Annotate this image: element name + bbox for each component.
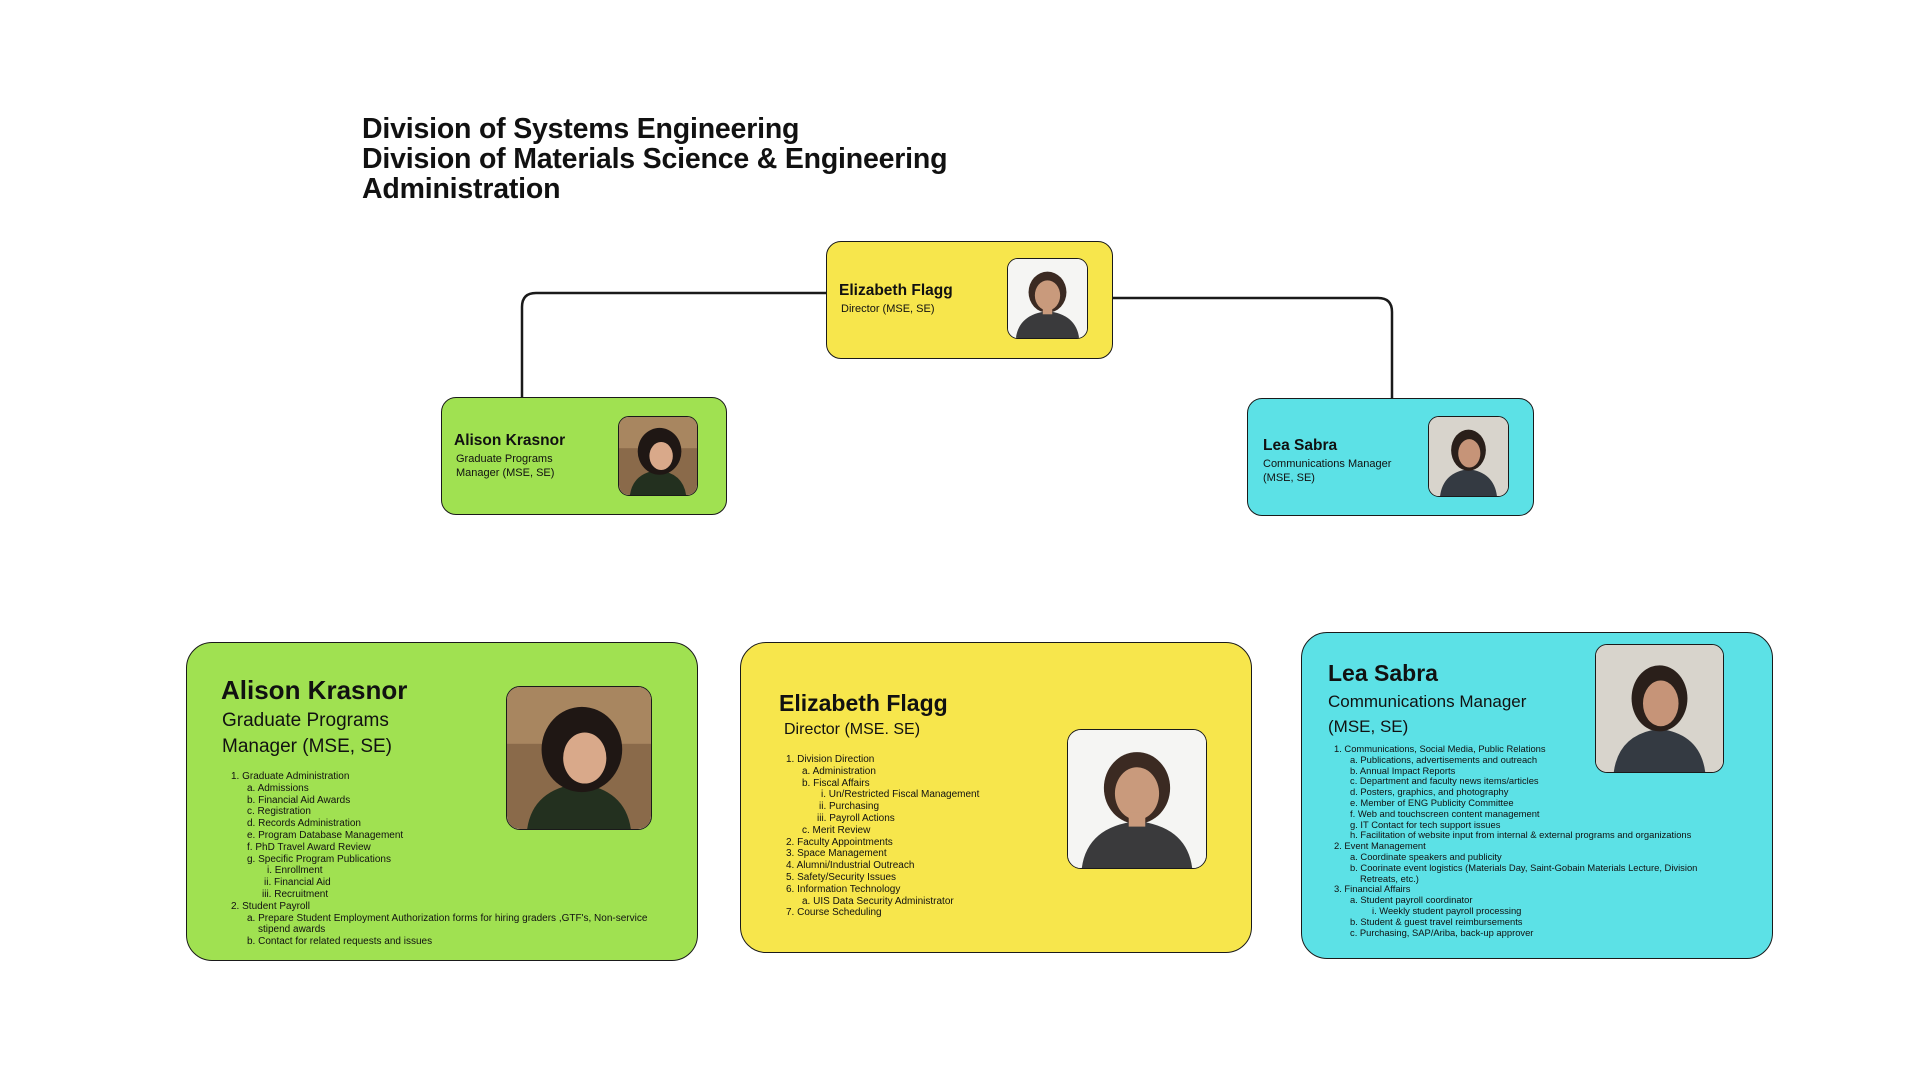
duty-item: f. PhD Travel Award Review (247, 841, 371, 853)
node-role-line-1: Graduate Programs (456, 453, 553, 465)
duty-item: a. UIS Data Security Administrator (802, 895, 954, 907)
duty-item: d. Records Administration (247, 818, 361, 830)
duty-item: c. Purchasing, SAP/Ariba, back-up approv… (1350, 926, 1534, 938)
duty-item: ii. Purchasing (819, 801, 880, 813)
duty-item: 2. Event Management (1334, 840, 1426, 852)
duty-item: b. Financial Aid Awards (247, 794, 351, 806)
detail-card-alison: Alison Krasnor Graduate Programs Manager… (186, 642, 698, 961)
duty-item: ii. Financial Aid (264, 877, 331, 889)
person-photo-icon (1067, 729, 1207, 869)
card-role-line-1: Graduate Programs (222, 710, 389, 731)
duty-item: g. Specific Program Publications (247, 853, 391, 865)
duty-item: b. Student & guest travel reimbursements (1350, 915, 1523, 927)
duties-list: 1. Communications, Social Media, Public … (1334, 743, 1698, 938)
duty-item: b. Contact for related requests and issu… (247, 936, 433, 948)
duty-item: d. Posters, graphics, and photography (1350, 786, 1509, 798)
node-role-line-1: Communications Manager (1263, 458, 1392, 470)
duty-item: i. Enrollment (267, 865, 323, 877)
duty-item: stipend awards (258, 924, 326, 936)
duty-item: i. Weekly student payroll processing (1372, 904, 1522, 916)
org-node-lea: Lea Sabra Communications Manager (MSE, S… (1247, 398, 1534, 516)
person-photo-icon (618, 416, 698, 496)
node-name: Elizabeth Flagg (839, 282, 953, 299)
duties-list: 1. Graduate Administration a. Admissions… (231, 771, 647, 948)
card-role-line-2: Manager (MSE, SE) (222, 736, 392, 757)
connector-director-to-alison (520, 291, 826, 399)
person-photo-icon (506, 686, 652, 830)
duty-item: c. Merit Review (802, 824, 871, 836)
card-role-line-2: (MSE, SE) (1328, 717, 1409, 736)
duty-item: Retreats, etc.) (1360, 872, 1419, 884)
person-photo-icon (1428, 416, 1509, 497)
duty-item: e. Member of ENG Publicity Committee (1350, 796, 1514, 808)
duty-item: g. IT Contact for tech support issues (1350, 818, 1501, 830)
duty-item: 2. Student Payroll (231, 900, 310, 912)
duty-item: 1. Division Direction (786, 754, 875, 765)
card-name: Elizabeth Flagg (779, 690, 948, 716)
title-line-2: Division of Materials Science & Engineer… (362, 143, 948, 175)
duty-item: b. Annual Impact Reports (1350, 764, 1456, 776)
node-name: Lea Sabra (1263, 437, 1338, 454)
card-role-line-1: Director (MSE. SE) (784, 721, 921, 738)
person-photo-icon (1595, 644, 1724, 773)
duty-item: c. Department and faculty news items/art… (1350, 775, 1539, 787)
org-node-director: Elizabeth Flagg Director (MSE, SE) (826, 241, 1113, 359)
duty-item: a. Publications, advertisements and outr… (1350, 753, 1538, 765)
connector-director-to-lea (1112, 296, 1394, 400)
duty-item: i. Un/Restricted Fiscal Management (821, 789, 980, 801)
duty-item: 5. Safety/Security Issues (786, 871, 897, 883)
duty-item: h. Facilitation of website input from in… (1350, 829, 1692, 841)
duty-item: a. Administration (802, 765, 876, 777)
title-line-3: Administration (362, 173, 561, 205)
duty-item: a. Admissions (247, 782, 309, 794)
page-title: Division of Systems Engineering Division… (362, 113, 948, 205)
node-role-line-2: (MSE, SE) (1263, 472, 1315, 484)
duty-item: 2. Faculty Appointments (786, 836, 893, 848)
duty-item: a. Prepare Student Employment Authorizat… (247, 912, 648, 924)
person-photo-icon (1007, 258, 1088, 339)
title-line-1: Division of Systems Engineering (362, 113, 800, 145)
node-role: Director (MSE, SE) (841, 303, 935, 315)
card-name: Alison Krasnor (221, 675, 408, 705)
duty-item: 3. Space Management (786, 848, 887, 860)
duty-item: 1. Communications, Social Media, Public … (1334, 743, 1546, 754)
duty-item: a. Student payroll coordinator (1350, 894, 1473, 906)
duty-item: 7. Course Scheduling (786, 907, 882, 919)
duties-list: 1. Division Direction a. Administration … (786, 754, 979, 919)
duty-item: iii. Payroll Actions (817, 812, 895, 824)
org-node-alison: Alison Krasnor Graduate Programs Manager… (441, 397, 727, 515)
duty-item: 3. Financial Affairs (1334, 883, 1411, 895)
duty-item: c. Registration (247, 806, 311, 818)
card-name: Lea Sabra (1328, 660, 1438, 686)
duty-item: 4. Alumni/Industrial Outreach (786, 860, 915, 872)
duty-item: b. Fiscal Affairs (802, 777, 870, 789)
duty-item: a. Coordinate speakers and publicity (1350, 850, 1502, 862)
detail-card-lea: Lea Sabra Communications Manager (MSE, S… (1301, 632, 1773, 959)
card-role-line-1: Communications Manager (1328, 692, 1527, 711)
node-role-line-2: Manager (MSE, SE) (456, 467, 555, 479)
detail-card-elizabeth: Elizabeth Flagg Director (MSE. SE) 1. Di… (740, 642, 1252, 953)
duty-item: f. Web and touchscreen content managemen… (1350, 807, 1540, 819)
duty-item: 1. Graduate Administration (231, 771, 350, 782)
duty-item: b. Coorinate event logistics (Materials … (1350, 861, 1698, 873)
duty-item: iii. Recruitment (262, 888, 329, 900)
duty-item: 6. Information Technology (786, 883, 901, 895)
duty-item: e. Program Database Management (247, 829, 404, 841)
node-name: Alison Krasnor (454, 432, 566, 449)
